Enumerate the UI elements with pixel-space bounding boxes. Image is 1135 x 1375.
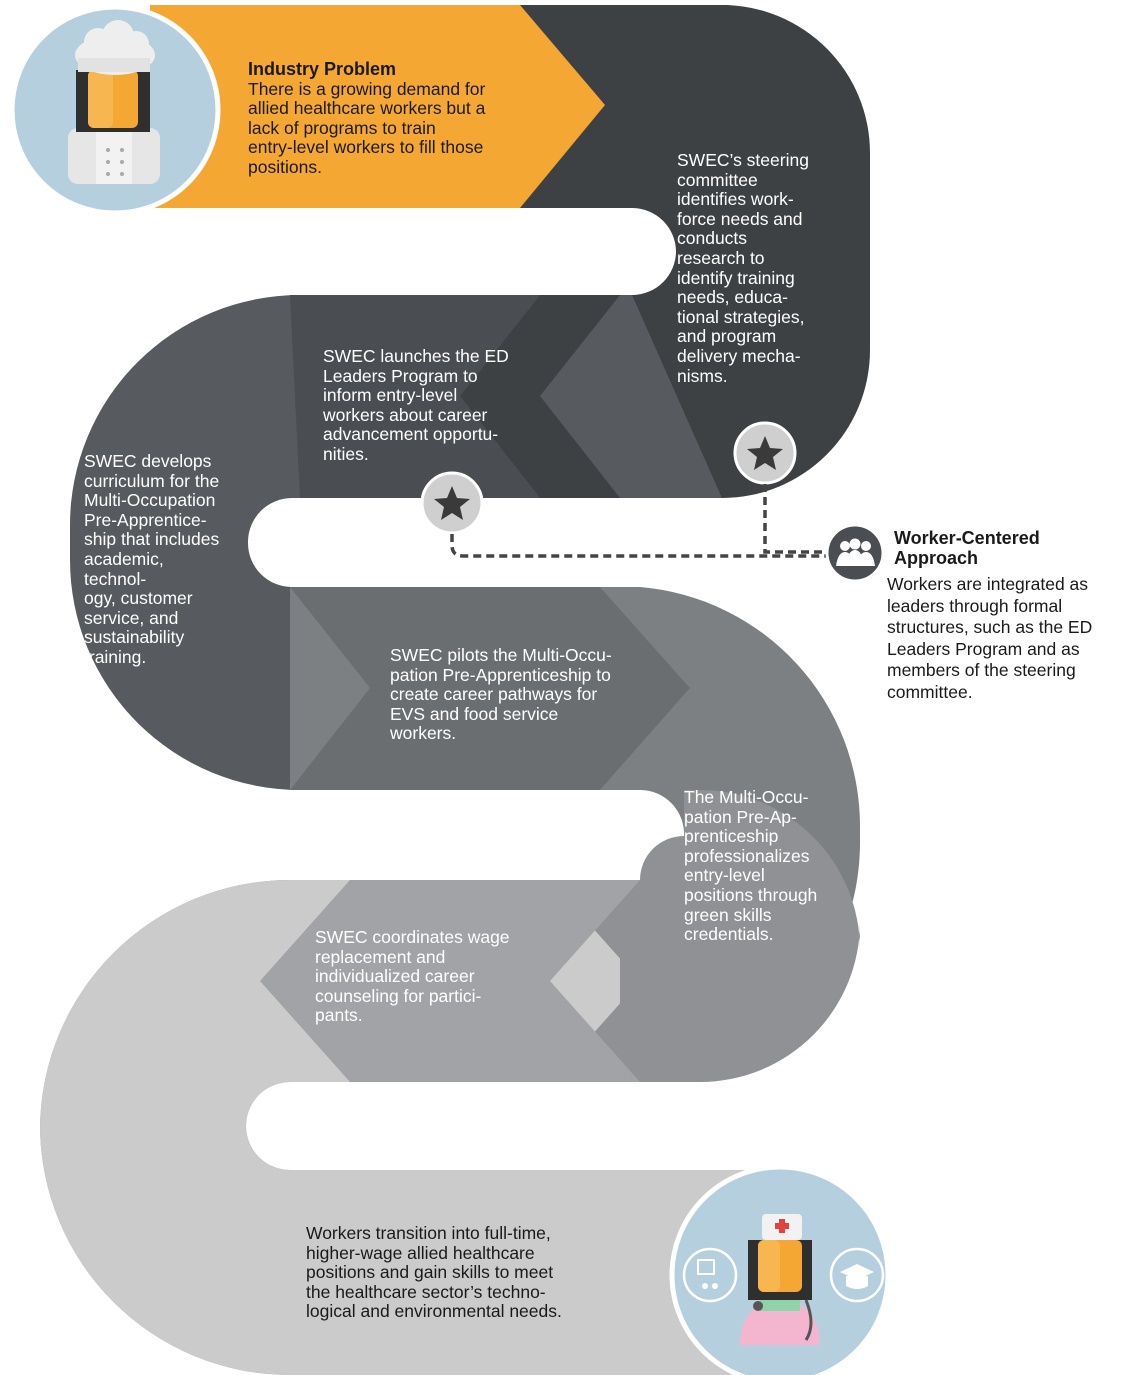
text-line: pation Pre-Ap- <box>684 806 797 827</box>
text-line: Approach <box>894 547 979 568</box>
text-line: ship that includes <box>84 529 220 550</box>
text-line: inform entry-level <box>323 385 458 406</box>
industry-problem-text: Industry Problem There is a growing dema… <box>248 59 486 178</box>
ed-leaders-text: SWEC launches the ED Leaders Program to … <box>323 346 509 465</box>
text-line: force needs and <box>677 208 803 229</box>
text-line: lack of programs to train <box>248 117 436 138</box>
text-line: conducts <box>677 228 748 249</box>
dashed-connector <box>450 484 828 558</box>
text-line: SWEC coordinates wage <box>315 927 510 947</box>
text-line: positions. <box>248 156 322 177</box>
star-icon <box>420 471 484 535</box>
text-line: technol- <box>84 568 147 589</box>
text-line: logical and environmental needs. <box>306 1301 562 1322</box>
text-line: entry-level workers to fill those <box>248 137 484 158</box>
transition-text: Workers transition into full-time, highe… <box>306 1223 562 1322</box>
text-line: leaders through formal <box>887 595 1063 616</box>
text-line: SWEC’s steering <box>677 150 809 170</box>
text-line: SWEC launches the ED <box>323 346 509 366</box>
text-line: needs, educa- <box>677 287 788 308</box>
text-line: nisms. <box>677 365 728 386</box>
text-line: replacement and <box>315 946 446 967</box>
pilot-text: SWEC pilots the Multi-Occu- pation Pre-A… <box>390 645 612 744</box>
text-line: pants. <box>315 1005 363 1026</box>
text-line: committee <box>677 169 758 190</box>
wage-replacement-text: SWEC coordinates wage replacement and in… <box>315 927 510 1026</box>
text-line: create career pathways for <box>390 684 598 705</box>
text-line: committee. <box>887 681 973 702</box>
group-people-icon <box>825 523 885 583</box>
text-line: Multi-Occupation <box>84 490 216 511</box>
text-line: professionalizes <box>684 845 810 866</box>
text-line: positions through <box>684 884 818 905</box>
nurse-avatar-icon <box>669 1164 891 1375</box>
text-line: advancement opportu- <box>323 424 499 445</box>
text-line: pation Pre-Apprenticeship to <box>390 664 611 685</box>
text-line: SWEC pilots the Multi-Occu- <box>390 645 612 665</box>
band-industry-problem <box>150 5 605 208</box>
star-icon <box>733 421 797 485</box>
text-line: sustainability <box>84 627 185 648</box>
steering-committee-text: SWEC’s steering committee identifies wor… <box>677 150 809 386</box>
text-line: Workers transition into full-time, <box>306 1223 551 1243</box>
text-line: Pre-Apprentice- <box>84 509 207 530</box>
text-line: green skills <box>684 904 772 925</box>
text-line: prenticeship <box>684 826 779 847</box>
text-line: nities. <box>323 443 369 464</box>
chef-avatar-icon <box>9 4 221 216</box>
text-line: Workers are integrated as <box>887 574 1089 594</box>
text-line: EVS and food service <box>390 703 559 724</box>
text-line: identify training <box>677 267 795 288</box>
professionalize-text: The Multi-Occu- pation Pre-Ap- prentices… <box>684 787 818 945</box>
graduation-cap-icon <box>829 1247 885 1303</box>
text-line: academic, <box>84 548 164 569</box>
text-line: There is a growing demand for <box>248 78 486 99</box>
text-line: structures, such as the ED <box>887 617 1093 638</box>
text-line: higher-wage allied healthcare <box>306 1242 535 1263</box>
text-line: workers. <box>390 723 457 744</box>
text-line: and program <box>677 326 777 347</box>
text-line: credentials. <box>684 924 774 945</box>
text-line: service, and <box>84 607 179 628</box>
industry-problem-heading: Industry Problem <box>248 59 397 79</box>
text-line: allied healthcare workers but a <box>248 98 486 119</box>
text-line: the healthcare sector’s techno- <box>306 1281 546 1302</box>
classroom-icon <box>682 1247 738 1303</box>
worker-centered-heading: Worker-Centered Approach <box>894 528 1040 568</box>
text-line: entry-level <box>684 865 765 886</box>
worker-centered-text: Workers are integrated as leaders throug… <box>887 574 1092 704</box>
text-line: workers about career <box>323 404 488 425</box>
curriculum-text: SWEC develops curriculum for the Multi-O… <box>84 451 220 668</box>
text-line: SWEC develops <box>84 451 212 471</box>
text-line: tional strategies, <box>677 306 805 327</box>
text-line: The Multi-Occu- <box>684 787 809 807</box>
text-line: delivery mecha- <box>677 345 801 366</box>
text-line: members of the steering <box>887 660 1076 681</box>
text-line: research to <box>677 247 765 268</box>
text-line: positions and gain skills to meet <box>306 1262 554 1283</box>
text-line: Leaders Program and as <box>887 638 1080 659</box>
text-line: Leaders Program to <box>323 365 478 386</box>
text-line: counseling for partici- <box>315 985 482 1006</box>
text-line: training. <box>84 646 147 667</box>
text-line: Worker-Centered <box>894 528 1040 548</box>
text-line: identifies work- <box>677 189 794 210</box>
text-line: ogy, customer <box>84 588 193 609</box>
text-line: individualized career <box>315 966 475 987</box>
text-line: curriculum for the <box>84 470 220 491</box>
